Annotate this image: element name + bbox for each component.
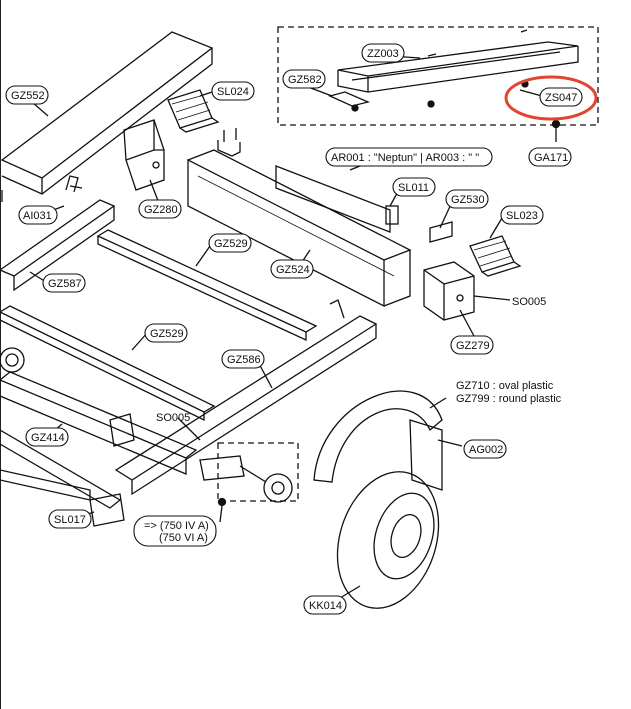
- plate-ar001: [275, 165, 391, 233]
- callout-ga171[interactable]: [528, 147, 572, 167]
- label-ai031: AI031: [23, 210, 52, 222]
- callout-ag002[interactable]: [463, 439, 507, 459]
- wheel-kk014: [336, 471, 440, 609]
- label-ga171: GA171: [534, 152, 568, 164]
- callout-kk014[interactable]: [303, 595, 347, 615]
- bracket-gz280: [123, 119, 165, 191]
- callouts: [5, 43, 583, 615]
- label-gz524: GZ524: [276, 264, 310, 276]
- callout-gz280[interactable]: [138, 199, 182, 219]
- callout-ai031[interactable]: [18, 205, 58, 225]
- callout-gz529-a[interactable]: [208, 233, 252, 253]
- callout-zs047[interactable]: [539, 87, 583, 107]
- callout-zz003[interactable]: [361, 43, 405, 63]
- detail-box-hub: [217, 442, 299, 502]
- label-gz280: GZ280: [144, 204, 178, 216]
- callout-sl023[interactable]: [500, 205, 544, 225]
- beam-gz587: [0, 199, 116, 277]
- callout-gz279[interactable]: [450, 335, 494, 355]
- page-edge-line: [0, 0, 1, 709]
- label-zz003: ZZ003: [367, 48, 399, 60]
- label-gz710: GZ710 : oval plastic: [456, 380, 554, 392]
- label-gz414: GZ414: [31, 432, 65, 444]
- drawing-lines: [0, 26, 599, 609]
- u-bracket: [217, 140, 241, 157]
- callout-gz529-b[interactable]: [144, 323, 188, 343]
- label-so005-a: SO005: [512, 296, 546, 308]
- label-variant-1: => (750 IV A): [144, 520, 209, 532]
- label-gz552: GZ552: [11, 90, 45, 102]
- hook-ai031: [65, 175, 83, 193]
- callout-gz586[interactable]: [221, 349, 265, 369]
- label-so005-b: SO005: [156, 412, 190, 424]
- label-gz799: GZ799 : round plastic: [456, 393, 562, 405]
- callout-gz552[interactable]: [5, 85, 49, 105]
- callout-variant[interactable]: [133, 515, 217, 547]
- label-texts: ZZ003 GZ582 ZS047 GA171 GZ552 SL024 AR00…: [11, 48, 577, 612]
- bracket-gz279: [423, 261, 475, 321]
- callout-gz530[interactable]: [445, 189, 489, 209]
- label-sl023: SL023: [506, 210, 538, 222]
- gz582-plate: [328, 91, 371, 107]
- label-sl011: SL011: [398, 182, 429, 194]
- label-gz582: GZ582: [288, 74, 322, 86]
- label-gz530: GZ530: [451, 194, 485, 206]
- label-gz529-b: GZ529: [150, 328, 184, 340]
- callout-gz587[interactable]: [42, 273, 86, 293]
- lamp-sl024: [167, 89, 213, 129]
- detail-box-top: [277, 26, 599, 126]
- highlight-circle: [504, 75, 598, 121]
- label-gz529-a: GZ529: [214, 238, 248, 250]
- label-sl017: SL017: [54, 514, 86, 526]
- reflector-sl011: [385, 205, 399, 225]
- fender-ag002: [313, 390, 443, 483]
- callout-ar-note[interactable]: [325, 147, 493, 167]
- beam-lower: [0, 469, 91, 501]
- label-variant-2: (750 VI A): [159, 532, 208, 544]
- callout-gz414[interactable]: [25, 427, 69, 447]
- callout-sl024[interactable]: [211, 81, 255, 101]
- axle-gz414: [0, 371, 198, 459]
- callout-gz582[interactable]: [282, 69, 326, 89]
- rail-gz529-b: [0, 305, 216, 413]
- beam-gz552: [0, 31, 214, 179]
- stub-axle: [199, 455, 245, 481]
- rail-gz529-a: [96, 229, 318, 333]
- bracket-gz530: [429, 221, 453, 243]
- label-kk014: KK014: [309, 600, 342, 612]
- label-ag002: AG002: [469, 444, 503, 456]
- callout-gz524[interactable]: [270, 259, 314, 279]
- callout-sl011[interactable]: [392, 177, 436, 197]
- label-zs047: ZS047: [545, 92, 577, 104]
- label-ar-note: AR001 : "Neptun" | AR003 : " ": [331, 152, 479, 164]
- label-gz279: GZ279: [456, 340, 490, 352]
- label-gz586: GZ586: [227, 354, 261, 366]
- label-gz587: GZ587: [48, 278, 82, 290]
- label-sl024: SL024: [217, 86, 249, 98]
- callout-sl017[interactable]: [48, 509, 92, 529]
- plate-sl017: [89, 493, 125, 527]
